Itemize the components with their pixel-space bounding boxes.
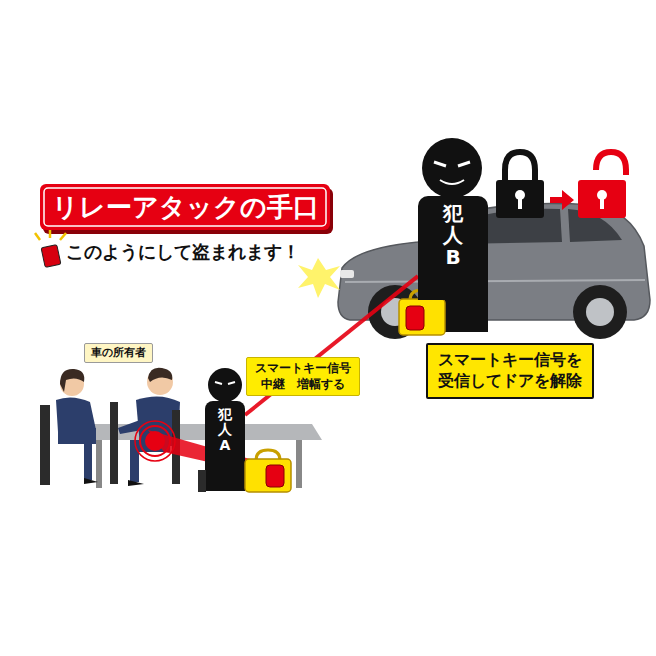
- owner-label: 車の所有者: [84, 343, 153, 363]
- open-lock: [578, 152, 626, 218]
- flash: [298, 258, 340, 298]
- callout-text: スマートキー信号を 受信してドアを解除: [435, 350, 585, 392]
- unlock-callout: スマートキー信号を 受信してドアを解除: [426, 343, 594, 399]
- chair: [198, 470, 206, 492]
- arrow-icon: [550, 190, 574, 210]
- callout-text: スマートキー信号 中継 増幅する: [253, 361, 353, 392]
- car: [338, 204, 650, 339]
- title: リレーアタックの手口: [40, 184, 330, 230]
- closed-lock: [496, 152, 544, 218]
- alert-icon: [35, 230, 66, 267]
- thief-mouth: [440, 180, 464, 184]
- subtitle: このようにして盗まれます！: [66, 240, 300, 264]
- thief-figure: 犯人A: [205, 401, 245, 461]
- relay-callout: スマートキー信号 中継 増幅する: [246, 357, 360, 396]
- figure-label: 犯人A: [218, 407, 232, 453]
- figure-label: 犯人B: [443, 202, 463, 268]
- thief-figure: 犯人B: [418, 196, 488, 300]
- relay-signal: [245, 276, 418, 415]
- callout-text: 車の所有者: [91, 346, 146, 360]
- thief-eyes: [215, 382, 235, 384]
- thief-head: [208, 368, 242, 402]
- relay-bag: [245, 450, 291, 492]
- title-banner: [40, 184, 330, 230]
- thief-head: [422, 138, 482, 198]
- thief-eyes: [434, 162, 470, 166]
